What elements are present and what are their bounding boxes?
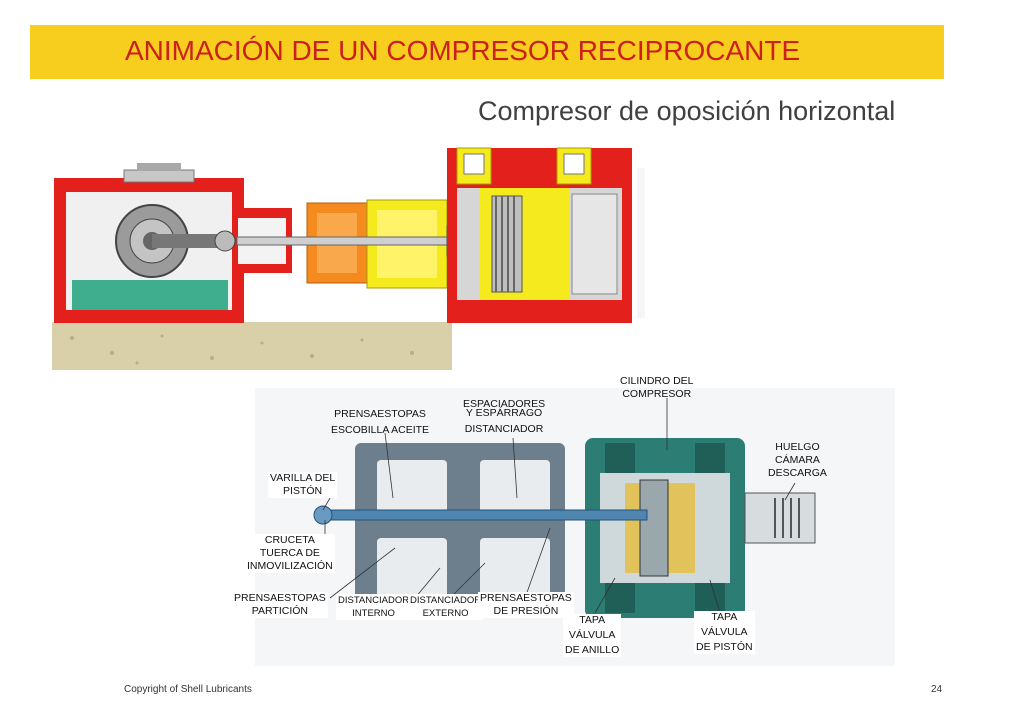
label-cilindro-line2: COMPRESOR (622, 388, 692, 400)
diagram-piston (639, 479, 669, 577)
label-prensa-particion-line1: PRENSAESTOPAS (234, 592, 326, 604)
label-tapa-piston-line2: VÁLVULA (701, 626, 748, 638)
ground-texture (70, 334, 414, 365)
label-varilla-line2: PISTÓN (283, 485, 323, 497)
label-dist-interno-line2: INTERNO (352, 608, 395, 619)
diagram-piston-rod (316, 509, 648, 521)
label-cilindro-line1: CILINDRO DEL (620, 375, 694, 387)
oil-sump (72, 280, 228, 310)
label-cruceta-line3: INMOVILIZACIÓN (247, 560, 333, 572)
label-prensa-presion-line1: PRENSAESTOPAS (480, 592, 572, 604)
label-tapa-anillo-line1: TAPA (579, 614, 606, 626)
label-tapa-anillo: TAPA VÁLVULA DE ANILLO (563, 614, 622, 657)
label-huelgo: HUELGO CÁMARA DESCARGA (768, 441, 827, 480)
label-dist-externo-line2: EXTERNO (422, 608, 469, 619)
label-cruceta-line1: CRUCETA (264, 534, 315, 546)
footer-page-number: 24 (931, 684, 943, 695)
label-tapa-piston-line1: TAPA (711, 611, 738, 623)
label-huelgo-line1: HUELGO (775, 441, 820, 453)
label-tapa-piston-line3: DE PISTÓN (696, 641, 753, 653)
label-huelgo-line2: CÁMARA (775, 454, 820, 466)
label-dist-externo-line1: DISTANCIADOR (410, 595, 482, 606)
label-prensa-presion-line2: DE PRESIÓN (493, 605, 559, 617)
label-prensa-escobilla-line1: PRENSAESTOPAS (334, 408, 426, 420)
clearance-pocket (744, 492, 816, 544)
label-cilindro: CILINDRO DEL COMPRESOR (620, 375, 694, 401)
label-espaciadores-line3: DISTANCIADOR (464, 423, 544, 435)
title-bar: ANIMACIÓN DE UN COMPRESOR RECIPROCANTE (30, 25, 944, 79)
label-dist-interno-line1: DISTANCIADOR (338, 595, 410, 606)
label-cruceta-line2: TUERCA DE (259, 547, 320, 559)
label-cruceta: CRUCETA TUERCA DE INMOVILIZACIÓN (245, 534, 335, 573)
label-dist-interno: DISTANCIADOR INTERNO (336, 594, 412, 620)
label-tapa-anillo-line3: DE ANILLO (565, 644, 620, 656)
footer-copyright: Copyright of Shell Lubricants (124, 684, 252, 695)
label-tapa-anillo-line2: VÁLVULA (568, 629, 616, 641)
label-huelgo-line3: DESCARGA (768, 467, 827, 479)
label-prensa-escobilla-line2: ESCOBILLA ACEITE (331, 424, 430, 436)
label-varilla-line1: VARILLA DEL (270, 472, 336, 484)
label-espaciadores-line2: Y ESPÁRRAGO (465, 407, 543, 419)
label-prensa-escobilla: PRENSAESTOPAS ESCOBILLA ACEITE (331, 408, 429, 437)
label-prensa-presion: PRENSAESTOPAS DE PRESIÓN (478, 592, 574, 618)
label-prensa-particion-line2: PARTICIÓN (251, 605, 308, 617)
slide-title: ANIMACIÓN DE UN COMPRESOR RECIPROCANTE (125, 35, 801, 66)
label-prensa-particion: PRENSAESTOPAS PARTICIÓN (232, 592, 328, 618)
label-espaciadores-line1: ESPACIADORES (463, 398, 546, 410)
compressor-animation-image (52, 147, 645, 370)
label-dist-externo: DISTANCIADOR EXTERNO (408, 594, 484, 620)
connecting-rod (152, 234, 228, 248)
label-espaciadores: ESPACIADORES Y ESPÁRRAGO DISTANCIADOR (463, 398, 545, 436)
slide-subtitle: Compresor de oposición horizontal (478, 96, 896, 126)
label-varilla: VARILLA DEL PISTÓN (268, 472, 338, 498)
label-tapa-piston: TAPA VÁLVULA DE PISTÓN (694, 611, 755, 654)
ground-slab (52, 322, 452, 370)
